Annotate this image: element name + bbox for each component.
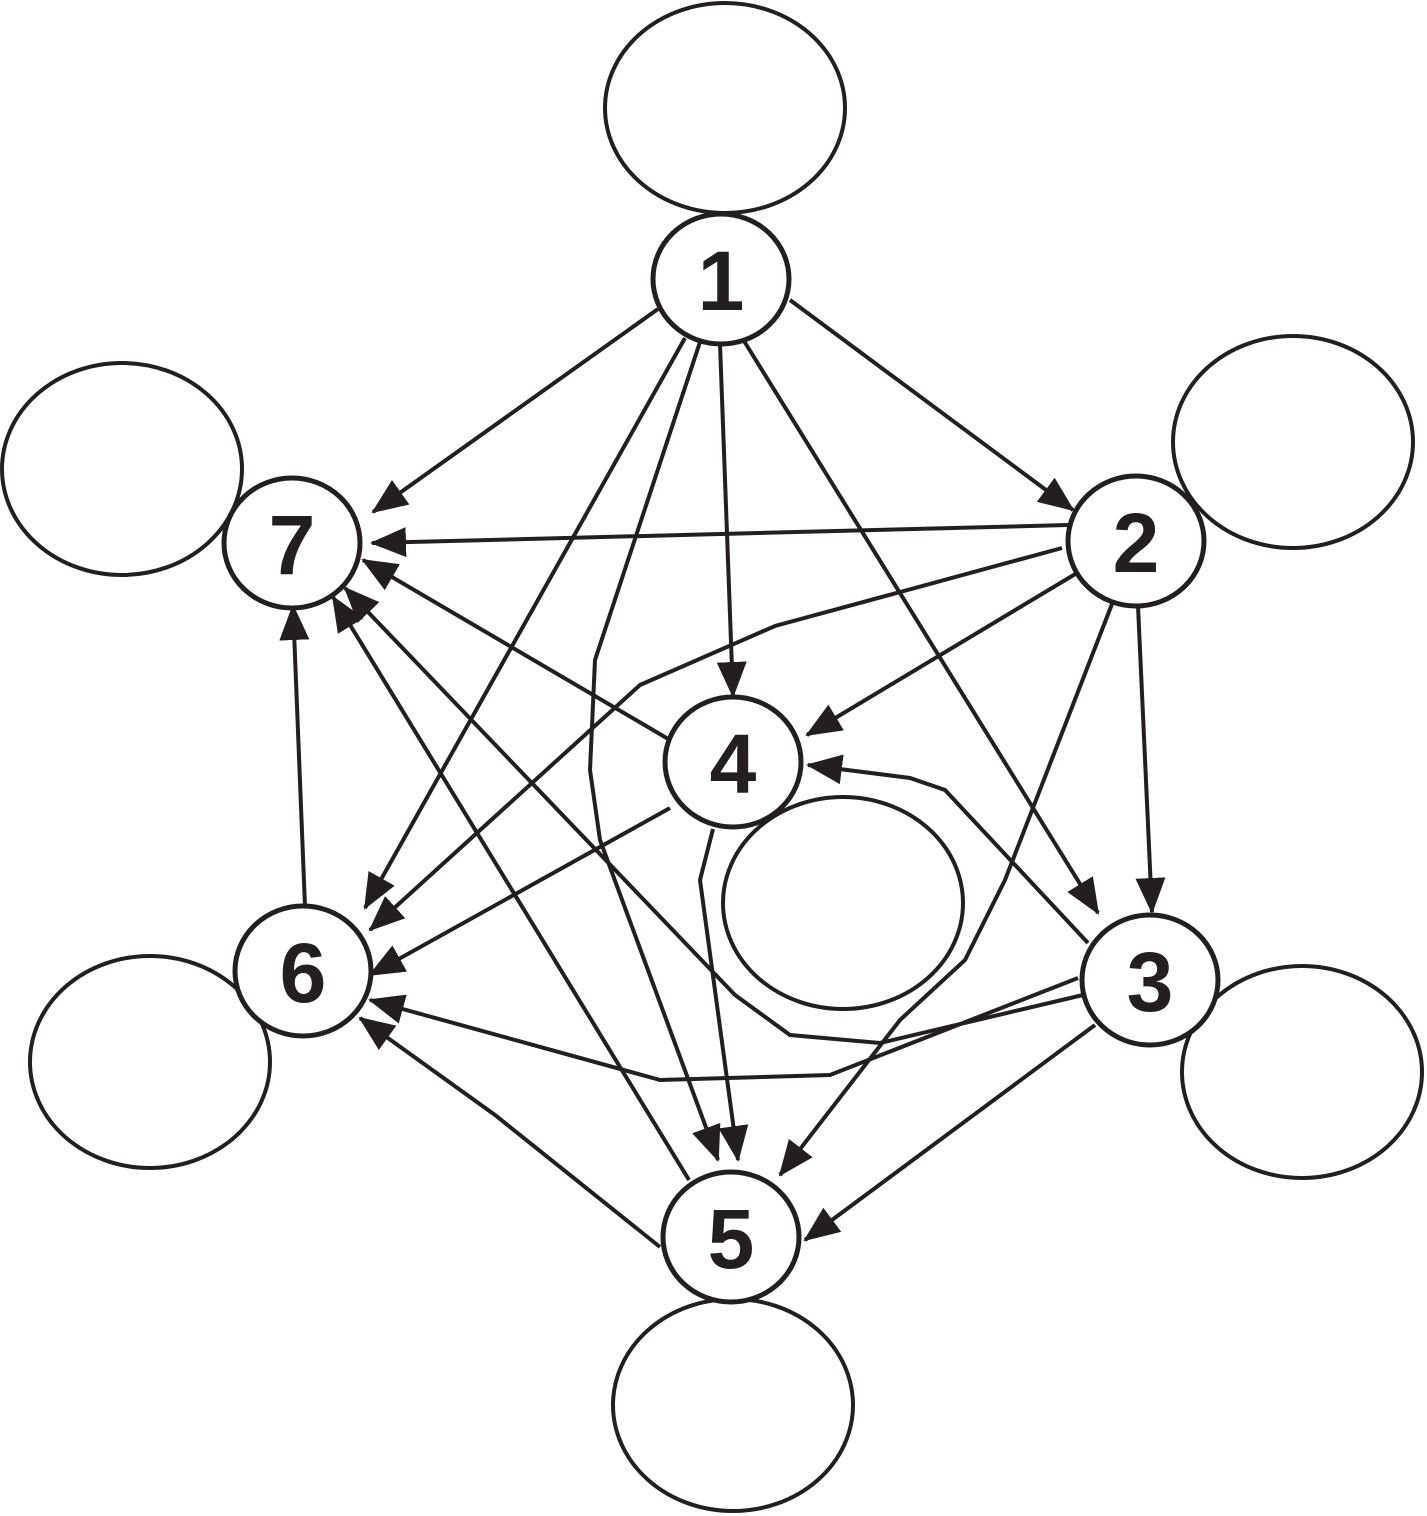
edge-4-to-7 bbox=[361, 558, 672, 742]
edge-1-to-7 bbox=[371, 307, 660, 514]
node-4-circle bbox=[662, 694, 804, 830]
edge-2-to-7 bbox=[370, 523, 1069, 558]
edge-1-to-6 bbox=[363, 337, 687, 910]
node-5: 5 bbox=[660, 1169, 802, 1305]
node-2-circle bbox=[1065, 473, 1207, 609]
edge-5-to-7 bbox=[331, 595, 691, 1182]
self-loop-node-2 bbox=[1171, 334, 1415, 550]
node-2-label: 2 bbox=[1113, 496, 1160, 590]
edge-1-to-2 bbox=[788, 298, 1075, 512]
node-7-circle bbox=[221, 475, 363, 611]
self-loop-node-3 bbox=[1180, 964, 1424, 1180]
node-3-circle bbox=[1079, 912, 1221, 1048]
edge-1-to-4 bbox=[716, 343, 747, 698]
self-loop-node-1 bbox=[603, 1, 847, 215]
node-7: 7 bbox=[221, 475, 363, 611]
self-loop-node-4-inner bbox=[721, 795, 965, 1011]
edge-2-to-5 bbox=[778, 603, 1114, 1177]
edge-1-to-3 bbox=[742, 339, 1100, 915]
node-6-circle bbox=[232, 903, 374, 1039]
edges bbox=[279, 298, 1166, 1249]
edge-3-to-7 bbox=[343, 586, 1084, 1046]
node-5-circle bbox=[660, 1169, 802, 1305]
edge-5-to-6 bbox=[358, 1016, 662, 1249]
node-1-circle bbox=[650, 211, 792, 347]
node-5-label: 5 bbox=[708, 1192, 755, 1286]
edge-4-to-5 bbox=[697, 828, 749, 1162]
edge-3-to-4 bbox=[806, 754, 1090, 945]
node-4: 4 bbox=[662, 694, 804, 830]
self-loop-node-6 bbox=[28, 954, 272, 1170]
node-6: 6 bbox=[232, 903, 374, 1039]
edge-6-to-7 bbox=[279, 604, 310, 908]
node-6-label: 6 bbox=[280, 926, 327, 1020]
node-3: 3 bbox=[1079, 912, 1221, 1048]
edge-2-to-6 bbox=[368, 546, 1063, 932]
node-4-label: 4 bbox=[710, 717, 757, 811]
node-3-label: 3 bbox=[1127, 935, 1174, 1029]
edge-4-to-6 bbox=[368, 806, 671, 977]
node-7-label: 7 bbox=[269, 498, 316, 592]
self-loop-node-5 bbox=[611, 1297, 855, 1513]
self-loop-node-7 bbox=[0, 361, 244, 577]
node-1: 1 bbox=[650, 211, 792, 347]
node-1-label: 1 bbox=[698, 234, 745, 328]
edge-2-to-4 bbox=[805, 571, 1079, 737]
edge-3-to-5 bbox=[803, 1023, 1097, 1242]
edge-1-to-5 bbox=[587, 341, 721, 1162]
edge-2-to-3 bbox=[1135, 605, 1166, 914]
node-2: 2 bbox=[1065, 473, 1207, 609]
